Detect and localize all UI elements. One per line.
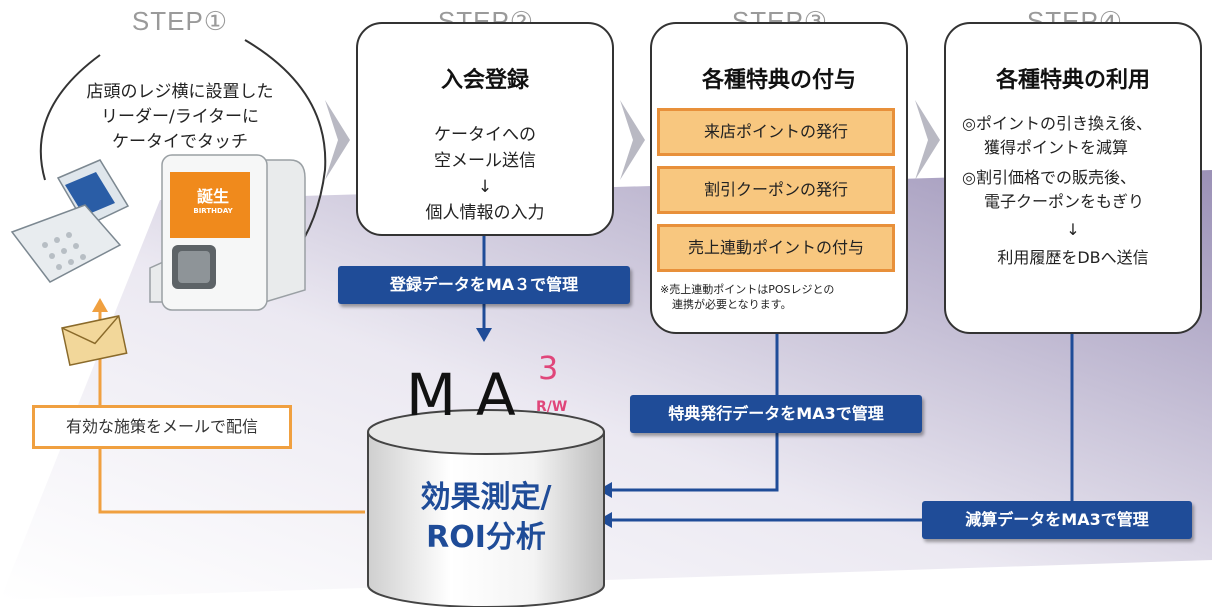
step1-line: ケータイでタッチ [112, 132, 248, 152]
mobile-phone-icon [10, 159, 130, 283]
benefit-box-discount-coupon: 割引クーポンの発行 [657, 166, 895, 214]
step2-line: ケータイへの [434, 125, 536, 145]
step4-line: ↓ [1066, 220, 1080, 239]
step4-body: ◎ポイントの引き換え後、 獲得ポイントを減算 ◎割引価格での販売後、 電子クーポ… [946, 112, 1200, 270]
ma3-logo-superscript: 3 [538, 349, 559, 387]
register-data-label: 登録データをMA３で管理 [338, 266, 630, 304]
benefit-box-sales-points: 売上連動ポイントの付与 [657, 224, 895, 272]
step1-line: リーダー/ライターに [100, 107, 260, 127]
database-label-line1: 効果測定/ [420, 480, 552, 515]
step4-line: 利用履歴をDBへ送信 [997, 248, 1149, 267]
step4-line: 電子クーポンをもぎり [984, 192, 1145, 211]
step4-line: 獲得ポイントを減算 [984, 138, 1129, 157]
device-screen-line2: BIRTHDAY [193, 207, 233, 215]
benefit-box-visit-points: 来店ポイントの発行 [657, 108, 895, 156]
step3-note: ※売上連動ポイントはPOSレジとの 連携が必要となります。 [660, 282, 900, 312]
step-arrow-3 [915, 100, 940, 180]
step2-heading: 入会登録 [440, 68, 529, 93]
ma3-logo-rw: R/W [536, 399, 568, 415]
step2-line: ↓ [477, 177, 493, 197]
ma3-logo-text: MA [406, 361, 536, 429]
device-screen-line1: 誕生 [196, 187, 229, 206]
step4-line: ◎ポイントの引き換え後、 [962, 114, 1152, 133]
benefit-data-label: 特典発行データをMA3で管理 [630, 395, 922, 433]
reader-writer-device [149, 154, 306, 311]
step-arrow-1 [325, 100, 350, 180]
step2-line: 個人情報の入力 [425, 203, 545, 223]
device-screen-text: 誕生 BIRTHDAY [188, 188, 238, 216]
step-arrow-2 [620, 100, 645, 180]
step4-heading: 各種特典の利用 [995, 68, 1150, 93]
database-label: 効果測定/ ROI分析 [380, 478, 592, 558]
step1-title: STEP① [108, 6, 252, 37]
database-label-line2: ROI分析 [426, 520, 546, 555]
database-cylinder [367, 409, 605, 607]
step4-card: 各種特典の利用 ◎ポイントの引き換え後、 獲得ポイントを減算 ◎割引価格での販売… [944, 22, 1202, 334]
subtract-data-label: 減算データをMA3で管理 [922, 501, 1192, 539]
step2-body: ケータイへの 空メール送信 ↓ 個人情報の入力 [358, 122, 612, 226]
step4-line: ◎割引価格での販売後、 [962, 168, 1136, 187]
step3-note-line: ※売上連動ポイントはPOSレジとの [660, 283, 835, 296]
step1-line: 店頭のレジ横に設置した [86, 82, 274, 102]
step2-card: 入会登録 ケータイへの 空メール送信 ↓ 個人情報の入力 [356, 22, 614, 236]
envelope-icon [61, 315, 128, 367]
ma3-logo: MA 3 R/W [406, 349, 636, 435]
step3-note-line: 連携が必要となります。 [672, 298, 792, 311]
step3-heading: 各種特典の付与 [701, 68, 856, 93]
step1-description: 店頭のレジ横に設置した リーダー/ライターに ケータイでタッチ [60, 80, 300, 155]
step2-line: 空メール送信 [434, 151, 536, 171]
mail-campaign-label: 有効な施策をメールで配信 [32, 405, 292, 449]
